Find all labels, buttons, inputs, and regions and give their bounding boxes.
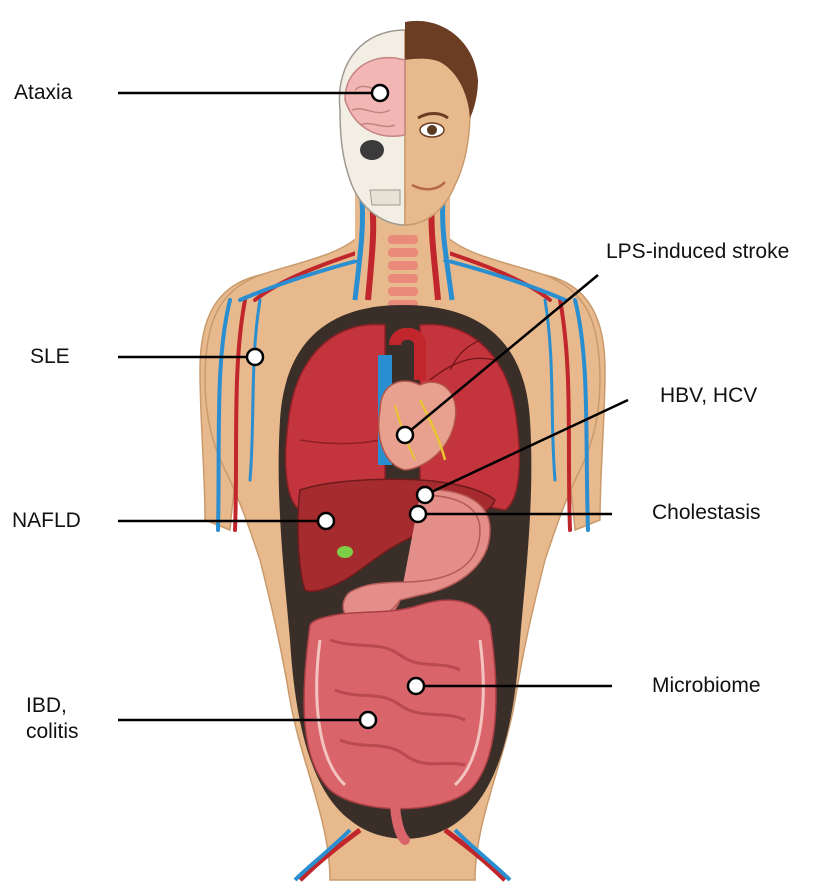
marker-nafld [318,513,334,529]
label-hbv-hcv: HBV, HCV [660,383,757,409]
marker-microbiome [408,678,424,694]
marker-cholestasis [410,506,426,522]
label-microbiome: Microbiome [652,673,761,699]
label-sle: SLE [30,344,70,370]
marker-ataxia [372,85,388,101]
marker-sle [247,349,263,365]
label-cholestasis: Cholestasis [652,500,761,526]
head [339,21,478,225]
label-ataxia: Ataxia [14,80,72,106]
label-nafld: NAFLD [12,508,81,534]
marker-ibd [360,712,376,728]
label-ibd-colitis: IBD, colitis [26,693,79,745]
marker-lps [397,427,413,443]
marker-hbv [417,487,433,503]
label-lps-induced-stroke: LPS-induced stroke [606,239,789,265]
